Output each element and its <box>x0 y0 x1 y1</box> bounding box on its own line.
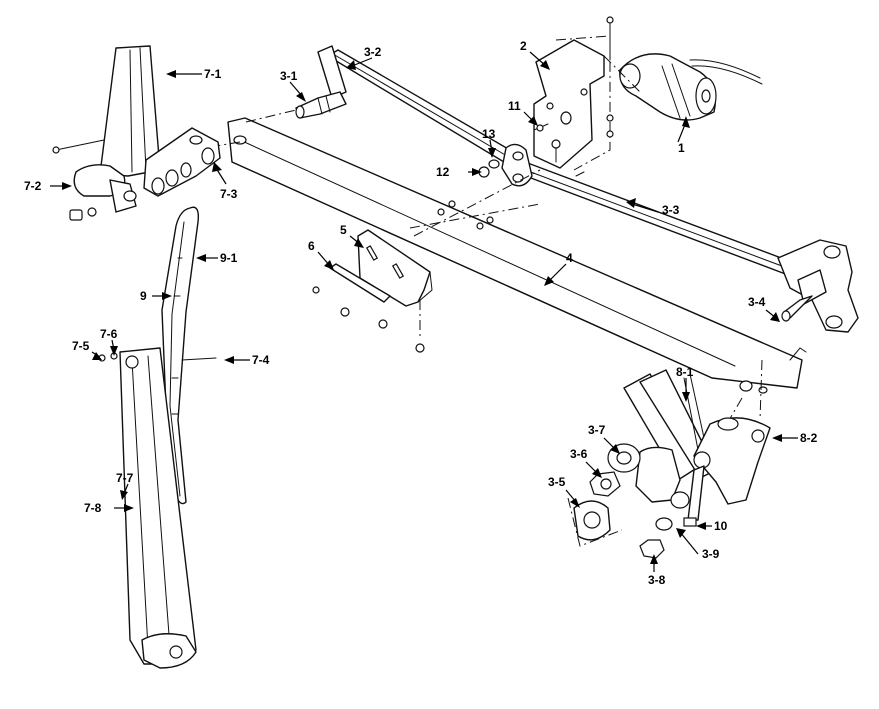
pivot-right <box>777 239 859 333</box>
pivot-bushing-left <box>143 127 221 197</box>
callout-7-2: 7-2 <box>24 179 42 193</box>
loose-hardware <box>312 16 614 353</box>
callout-1: 1 <box>678 141 685 155</box>
wiper-blade <box>161 206 200 505</box>
callout-13: 13 <box>482 127 496 141</box>
pivot-shaft-left <box>295 91 347 119</box>
callout-7-5: 7-5 <box>72 339 90 353</box>
callout-5: 5 <box>340 223 347 237</box>
callout-10: 10 <box>714 519 728 533</box>
callout-8-1: 8-1 <box>676 365 694 379</box>
callout-3-7: 3-7 <box>588 423 606 437</box>
callout-7-3: 7-3 <box>220 187 238 201</box>
callout-7-1: 7-1 <box>204 67 222 81</box>
callout-9: 9 <box>140 289 147 303</box>
wiper-arm-lower-right <box>623 369 771 527</box>
pivot-bushing-stack <box>573 443 690 559</box>
wiper-motor <box>619 53 763 121</box>
callout-7-6: 7-6 <box>100 327 118 341</box>
motor-mounting-bracket <box>533 35 641 171</box>
callout-6: 6 <box>308 239 315 253</box>
callout-3-3: 3-3 <box>662 203 680 217</box>
callout-arrows <box>50 51 798 572</box>
callout-3-8: 3-8 <box>648 573 666 587</box>
callout-7-8: 7-8 <box>84 501 102 515</box>
callout-3-6: 3-6 <box>570 447 588 461</box>
callout-8-2: 8-2 <box>800 431 818 445</box>
callout-7-4: 7-4 <box>252 353 270 367</box>
callout-3-4: 3-4 <box>748 295 766 309</box>
callout-7-7: 7-7 <box>116 471 134 485</box>
callout-3-5: 3-5 <box>548 475 566 489</box>
callout-labels: 1 2 3-1 3-2 3-3 3-4 3-5 3-6 3-7 3-8 3-9 … <box>24 39 818 587</box>
callout-3-1: 3-1 <box>280 69 298 83</box>
callout-4: 4 <box>566 251 573 265</box>
callout-12: 12 <box>436 165 450 179</box>
wiper-arm-upper-left <box>52 45 161 221</box>
callout-3-9: 3-9 <box>702 547 720 561</box>
callout-9-1: 9-1 <box>220 251 238 265</box>
wiper-arm-lower-left <box>98 347 217 669</box>
callout-3-2: 3-2 <box>364 45 382 59</box>
callout-2: 2 <box>520 39 527 53</box>
connecting-link-rod <box>317 45 511 163</box>
support-rod <box>329 263 391 303</box>
callout-11: 11 <box>508 99 521 113</box>
